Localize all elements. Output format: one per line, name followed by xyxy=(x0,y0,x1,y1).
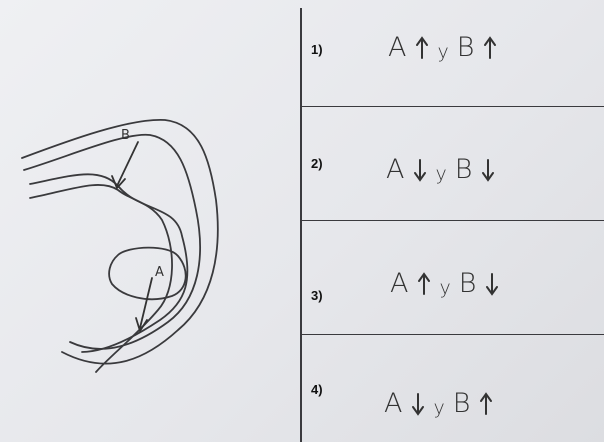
letter-b: B xyxy=(454,154,474,185)
arrow-down-icon xyxy=(412,392,425,416)
arrow-down-icon xyxy=(482,158,495,182)
option-number: 2) xyxy=(311,156,323,171)
row-divider-2 xyxy=(300,220,604,222)
vertical-divider xyxy=(300,8,302,442)
option-number: 4) xyxy=(311,382,323,397)
letter-a: A xyxy=(390,268,410,299)
letter-a: A xyxy=(388,32,408,63)
option-answer: A y B xyxy=(390,268,499,299)
connector-y: y xyxy=(435,162,447,185)
letter-a: A xyxy=(386,154,406,185)
option-2[interactable]: 2) A y B xyxy=(302,108,604,220)
option-number: 3) xyxy=(311,288,323,303)
letter-b: B xyxy=(452,388,472,419)
arrow-b-icon xyxy=(111,141,139,190)
option-3[interactable]: 3) A y B xyxy=(302,222,604,334)
arrow-a-icon xyxy=(135,277,153,334)
contour-line-outer xyxy=(21,119,219,365)
option-1[interactable]: 1) A y B xyxy=(302,8,604,106)
row-divider-3 xyxy=(300,334,604,336)
closed-contour-loop xyxy=(108,246,187,301)
arrow-up-icon xyxy=(418,271,431,295)
option-answer: A y B xyxy=(384,388,493,419)
connector-y: y xyxy=(433,396,445,419)
row-divider-1 xyxy=(300,106,604,108)
contour-line-2 xyxy=(23,133,201,350)
connector-y: y xyxy=(437,40,449,63)
letter-b: B xyxy=(458,268,478,299)
arrow-up-icon xyxy=(484,35,497,59)
arrow-down-icon xyxy=(414,158,427,182)
option-number: 1) xyxy=(311,42,323,57)
connector-y: y xyxy=(439,276,451,299)
point-b-label: B xyxy=(121,128,130,143)
arrow-up-icon xyxy=(480,391,493,415)
option-answer: A y B xyxy=(386,154,495,185)
contour-line-3 xyxy=(29,173,189,353)
point-a-label: A xyxy=(155,265,164,280)
arrow-up-icon xyxy=(416,35,429,59)
option-4[interactable]: 4) A y B xyxy=(302,336,604,442)
contour-line-inner xyxy=(29,184,173,373)
option-answer: A y B xyxy=(388,32,497,63)
arrow-down-icon xyxy=(486,272,499,296)
letter-a: A xyxy=(384,388,404,419)
letter-b: B xyxy=(456,32,476,63)
